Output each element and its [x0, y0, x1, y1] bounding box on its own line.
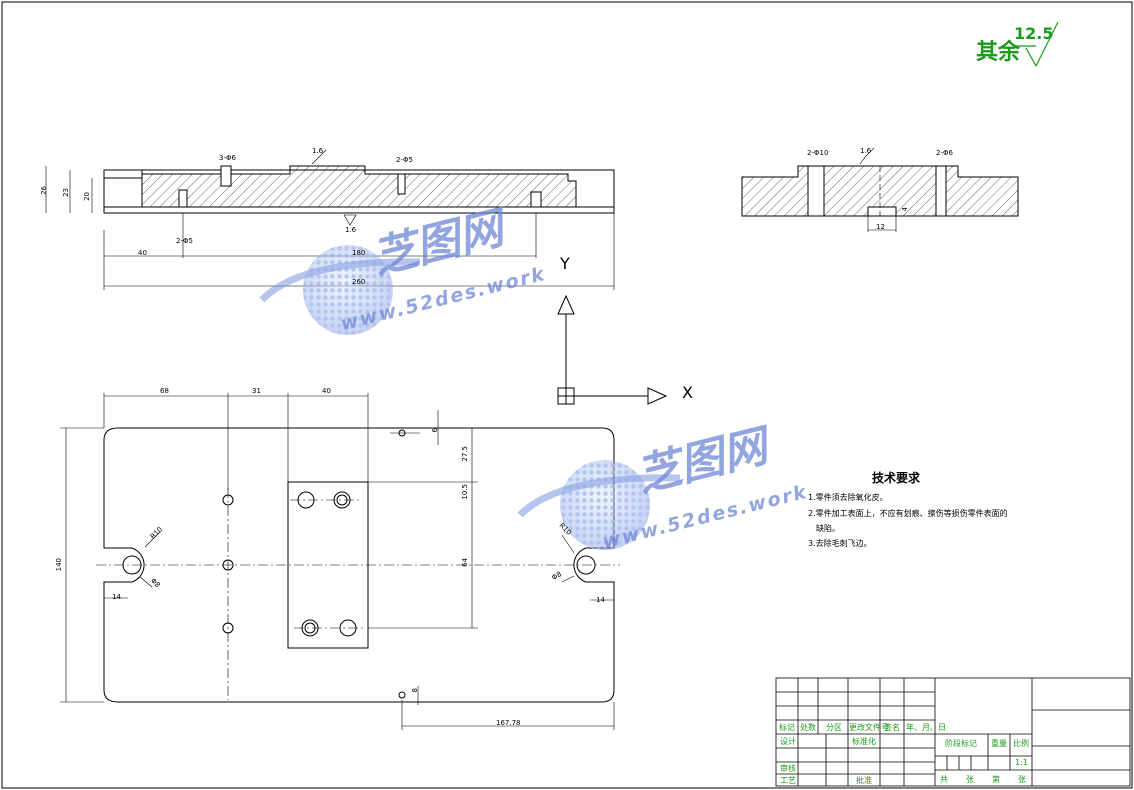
plan-dim-10-5: 10.5 [461, 484, 469, 500]
plan-view [60, 393, 620, 730]
front-right-hole-callout: 2-Φ5 [396, 156, 413, 164]
side-roughness: 1.6 [860, 147, 872, 155]
tb-sheet-no: 第 [992, 775, 1000, 784]
front-bottom-hole-callout: 2-Φ5 [176, 237, 193, 245]
tb-weight: 重量 [991, 739, 1007, 748]
front-dim-20: 20 [83, 192, 91, 201]
axis-x-label: X [682, 383, 693, 402]
front-section-view [45, 149, 615, 290]
axis-y-label: Y [560, 254, 570, 273]
plan-dim-40: 40 [322, 387, 331, 395]
plan-dim-68: 68 [160, 387, 169, 395]
tech-requirement-2: 2.零件加工表面上，不应有划痕、擦伤等损伤零件表面的 [808, 509, 1008, 518]
side-dim-12: 12 [876, 223, 885, 231]
roughness-symbol [1013, 21, 1059, 68]
side-right-hole-callout: 2-Φ6 [936, 149, 953, 157]
tech-requirement-2-cont: 缺陷。 [816, 524, 840, 533]
plan-dim-14-right: 14 [596, 596, 605, 604]
front-dim-23: 23 [62, 188, 70, 197]
tb-scale-value: 1:1 [1015, 758, 1028, 767]
tech-requirements-title: 技术要求 [872, 471, 921, 485]
plan-dim-8: 8 [411, 688, 419, 693]
plan-dim-14-left: 14 [112, 593, 121, 601]
tb-design: 设计 [780, 737, 796, 746]
tb-approve: 批准 [856, 776, 872, 785]
front-roughness-top: 1.6 [312, 147, 324, 155]
tb-stage-mark: 阶段标记 [945, 739, 977, 748]
watermark-logo-2 [517, 460, 681, 550]
tb-sheet-unit-2: 张 [1018, 775, 1026, 784]
tb-col-sign: 签名 [884, 723, 900, 732]
tech-requirement-3: 3.去除毛刺飞边。 [808, 539, 872, 548]
side-section-view [741, 147, 1019, 232]
front-dim-260: 260 [352, 278, 366, 286]
title-block [775, 677, 1131, 787]
front-top-hole-callout: 3-Φ6 [219, 154, 236, 162]
plan-dim-6: 6 [431, 428, 439, 433]
roughness-label: 其余 [976, 40, 1021, 65]
side-dim-4: 4 [901, 207, 909, 212]
tb-standardization: 标准化 [852, 737, 876, 746]
tb-col-change-doc: 更改文件号 [849, 723, 889, 732]
tb-sheet-unit-1: 张 [966, 775, 974, 784]
plan-dim-31: 31 [252, 387, 261, 395]
tech-requirement-1: 1.零件须去除氧化皮。 [808, 493, 888, 502]
front-dim-40: 40 [138, 249, 147, 257]
plan-dim-167-78: 167.78 [496, 719, 521, 727]
ucs-axis-icon [557, 294, 668, 405]
tb-sheet-total: 共 [940, 775, 948, 784]
front-dim-180: 180 [352, 249, 366, 257]
watermark-logo-1 [259, 245, 421, 335]
front-roughness-bottom: 1.6 [345, 226, 357, 234]
plan-dim-27-5: 27.5 [461, 446, 469, 462]
roughness-value: 12.5 [1014, 24, 1054, 43]
front-dim-26: 26 [40, 186, 48, 195]
plan-dim-140: 140 [55, 558, 63, 572]
tb-scale-label: 比例 [1013, 739, 1029, 748]
tb-process: 工艺 [780, 776, 796, 785]
tb-col-count: 处数 [800, 723, 816, 732]
tb-col-mark: 标记 [779, 723, 795, 732]
tb-review: 审核 [780, 764, 796, 773]
plan-dim-64: 64 [461, 558, 469, 567]
tb-col-zone: 分区 [826, 723, 842, 732]
tb-col-date: 年、月、日 [906, 723, 946, 732]
side-left-hole-callout: 2-Φ10 [807, 149, 829, 157]
